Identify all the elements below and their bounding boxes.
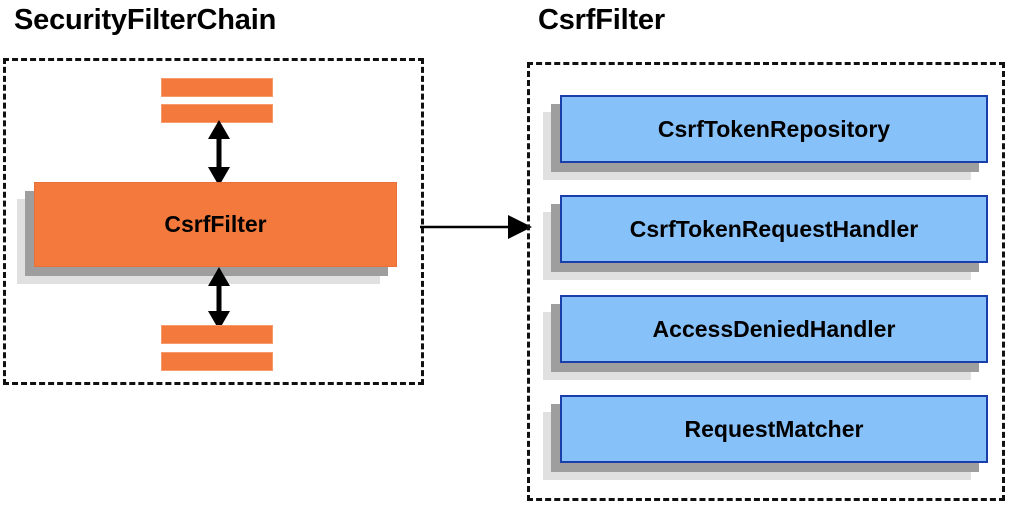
node-csrf-token-repository[interactable]: CsrfTokenRepository <box>543 95 988 180</box>
bottom-double-arrow-icon <box>208 267 230 330</box>
security-filter-chain-container <box>3 58 424 385</box>
node-csrf-token-repository-label: CsrfTokenRepository <box>560 95 988 163</box>
node-csrf-token-request-handler[interactable]: CsrfTokenRequestHandler <box>543 195 988 280</box>
csrf-filter-container <box>527 62 1005 501</box>
node-csrf-filter[interactable]: CsrfFilter <box>17 182 397 284</box>
filter-bar-bottom-1 <box>161 325 273 344</box>
node-request-matcher[interactable]: RequestMatcher <box>543 395 988 480</box>
page-title-security-filter-chain: SecurityFilterChain <box>14 4 277 36</box>
node-access-denied-handler[interactable]: AccessDeniedHandler <box>543 295 988 380</box>
filter-bar-top-2 <box>161 104 273 123</box>
filter-bar-top-1 <box>161 78 273 97</box>
node-request-matcher-label: RequestMatcher <box>560 395 988 463</box>
top-double-arrow-icon <box>208 120 230 186</box>
node-csrf-token-request-handler-label: CsrfTokenRequestHandler <box>560 195 988 263</box>
filter-bar-bottom-2 <box>161 352 273 371</box>
chain-to-csrf-arrow-icon <box>420 215 532 239</box>
page-title-csrf-filter: CsrfFilter <box>538 4 665 36</box>
node-csrf-filter-label: CsrfFilter <box>34 182 397 267</box>
node-access-denied-handler-label: AccessDeniedHandler <box>560 295 988 363</box>
